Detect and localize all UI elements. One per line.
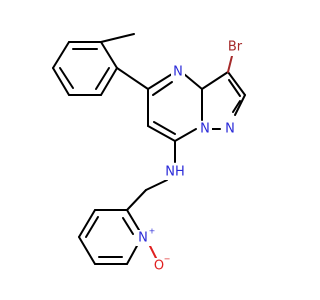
- bond-double-inner: [228, 79, 241, 97]
- bond: [78, 209, 96, 238]
- atom-labels: Br N N N NH N + O −: [136, 38, 247, 274]
- pyrimidine-n-label: N: [173, 65, 183, 80]
- pyrazole-ring: [201, 55, 246, 130]
- bond: [116, 67, 149, 90]
- bond-double-inner: [232, 100, 241, 113]
- bond: [183, 73, 203, 90]
- bond: [234, 94, 246, 116]
- methyl-bond: [100, 33, 135, 43]
- oxide-o-label: O: [154, 259, 164, 274]
- bond: [126, 243, 139, 265]
- pyrazole-n-label: N: [225, 122, 235, 137]
- oxide-o-charge: −: [164, 255, 171, 264]
- linker: [126, 140, 176, 211]
- bond: [78, 236, 96, 265]
- molecule-structure: Br N N N NH N + O −: [52, 33, 247, 274]
- bond: [126, 189, 147, 211]
- bond-double-inner: [153, 121, 176, 135]
- pyridine-n-charge: +: [149, 227, 156, 236]
- bond: [100, 67, 118, 96]
- bond: [174, 128, 197, 142]
- bond: [100, 41, 118, 69]
- n-oxide-bond: [149, 245, 157, 259]
- br-bond: [227, 55, 233, 73]
- bond: [52, 67, 70, 96]
- bromine-label: Br: [228, 40, 243, 55]
- pyridine-ring: [78, 209, 157, 265]
- bond-double-inner: [85, 216, 99, 238]
- bond: [145, 179, 168, 191]
- bond: [201, 71, 229, 90]
- pyrimidine-ring: [116, 67, 203, 142]
- bond-double-inner: [59, 67, 74, 89]
- tolyl-ring: [52, 33, 135, 96]
- bond: [147, 73, 173, 90]
- bond-double-inner: [122, 217, 134, 235]
- bond-double-inner: [95, 67, 110, 90]
- bond-double-inner: [152, 81, 173, 96]
- bond: [52, 41, 70, 69]
- structure-svg: Br N N N NH N + O −: [52, 33, 247, 274]
- bridgehead-n-label: N: [200, 122, 210, 137]
- pyridine-n-label: N: [138, 231, 148, 246]
- amine-nh-label: NH: [165, 165, 185, 180]
- bond: [227, 71, 246, 96]
- bond: [147, 125, 176, 142]
- bond: [126, 209, 140, 231]
